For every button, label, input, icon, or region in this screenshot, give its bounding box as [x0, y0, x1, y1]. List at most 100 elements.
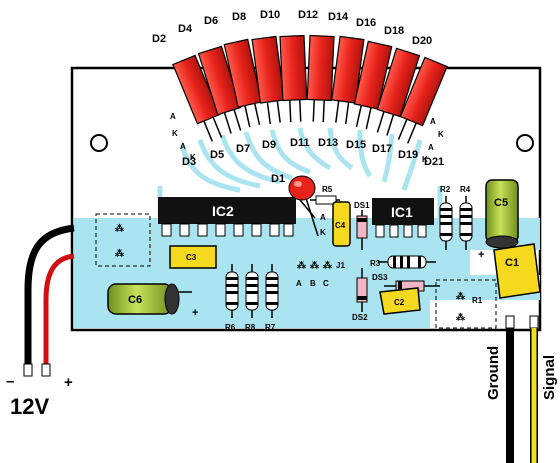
led-label-d20: D20	[412, 35, 432, 47]
led-label-d7: D7	[236, 143, 250, 155]
power-wires	[23, 224, 75, 377]
led-d6	[223, 38, 263, 128]
c6-label: C6	[128, 294, 142, 306]
led-label-d15: D15	[346, 139, 366, 151]
signal-label: Signal	[541, 355, 558, 400]
r2-resistor: R2	[439, 185, 453, 250]
led-label-d3: D3	[182, 156, 196, 168]
pad-symbols: ⁂ ⁂ ⁂ ⁂ ⁂ ⁂ ⁂	[115, 222, 465, 322]
c1-capacitor: C1	[493, 243, 541, 299]
svg-text:⁂: ⁂	[310, 259, 319, 270]
output-wires	[505, 315, 539, 463]
dashed-footprints	[95, 213, 497, 329]
j1-label: J1	[336, 261, 345, 270]
ic2-chip: IC2	[158, 197, 296, 237]
r3-label: R3	[370, 259, 381, 268]
led-d4	[197, 45, 242, 134]
ground-label: Ground	[485, 346, 502, 400]
led-d16	[353, 40, 393, 130]
ic1-chip: IC1	[372, 198, 434, 238]
r5-label: R5	[322, 185, 333, 194]
d1-pin-a: A	[320, 213, 326, 222]
svg-text:⁂: ⁂	[323, 259, 332, 270]
j1-pin-c: C	[323, 279, 329, 288]
c5-plus: +	[478, 249, 484, 261]
d1-led: D1 A K	[271, 173, 326, 237]
led-traces	[157, 127, 443, 218]
svg-text:⁂: ⁂	[115, 247, 124, 258]
led-pin-marker: A	[430, 117, 436, 126]
ds2-diode: DS2	[352, 268, 368, 322]
led-label-d2: D2	[152, 33, 166, 45]
j1-jumper: J1 A B C	[296, 261, 345, 288]
power-minus: –	[6, 373, 14, 390]
r4-label: R4	[460, 185, 471, 194]
d1-label: D1	[271, 173, 285, 185]
led-label-d17: D17	[372, 143, 392, 155]
led-label-d11: D11	[290, 137, 310, 149]
power-plus: +	[64, 374, 73, 391]
svg-text:⁂: ⁂	[297, 259, 306, 270]
r4-resistor: R4	[459, 185, 473, 250]
led-label-d21: D21	[424, 156, 444, 168]
led-label-d9: D9	[262, 139, 276, 151]
r6-label: R6	[225, 323, 236, 332]
j1-pin-b: B	[310, 279, 316, 288]
led-d2	[172, 54, 223, 142]
led-d18	[376, 47, 421, 136]
r5-resistor: R5	[310, 185, 340, 205]
led-label-d14: D14	[328, 11, 349, 23]
led-label-d8: D8	[232, 11, 246, 23]
mounting-holes	[90, 134, 534, 152]
led-label-d5: D5	[210, 149, 224, 161]
led-label-d4: D4	[178, 23, 193, 35]
ic1-label: IC1	[391, 204, 413, 220]
led-d20	[397, 56, 448, 144]
svg-text:⁂: ⁂	[456, 290, 465, 301]
led-pin-marker: A	[428, 143, 434, 152]
led-pin-marker: K	[438, 130, 444, 139]
led-pin-marker: K	[190, 153, 196, 162]
ds2-label: DS2	[352, 313, 368, 322]
led-label-d6: D6	[204, 15, 218, 27]
r3-resistor: R3	[370, 255, 436, 269]
j1-pin-a: A	[296, 279, 302, 288]
svg-text:⁂: ⁂	[456, 311, 465, 322]
c4-label: C4	[335, 221, 346, 230]
c6-plus: +	[192, 307, 198, 319]
svg-text:⁂: ⁂	[115, 222, 124, 233]
d1-pin-k: K	[320, 228, 326, 237]
led-d14	[331, 35, 365, 125]
led-label-d13: D13	[318, 137, 338, 149]
r7-resistor: R7	[265, 264, 279, 332]
r6-resistor: R6	[225, 264, 239, 332]
led-label-d19: D19	[398, 149, 418, 161]
led-pin-marker: A	[170, 112, 176, 121]
c5-label: C5	[494, 197, 508, 209]
c1-label: C1	[505, 257, 519, 269]
led-pin-marker: K	[422, 155, 428, 164]
led-pin-marker: K	[172, 129, 178, 138]
led-d10	[279, 34, 308, 123]
led-d12	[306, 34, 335, 123]
ds3-label: DS3	[372, 273, 388, 282]
led-label-d12: D12	[298, 9, 318, 21]
c3-label: C3	[186, 253, 197, 262]
led-pin-marker: A	[180, 142, 186, 151]
r1-label: R1	[472, 296, 483, 305]
r8-resistor: R8	[245, 264, 259, 332]
ic2-label: IC2	[212, 203, 234, 219]
led-d8	[251, 35, 285, 125]
c6-capacitor: C6 +	[107, 283, 198, 319]
power-voltage: 12V	[10, 394, 49, 419]
r8-label: R8	[245, 323, 256, 332]
r2-label: R2	[440, 185, 451, 194]
c3-capacitor: C3	[169, 245, 217, 269]
led-label-d10: D10	[260, 9, 280, 21]
r7-label: R7	[265, 323, 276, 332]
led-label-d16: D16	[356, 17, 376, 29]
c2-label: C2	[394, 298, 405, 307]
c4-capacitor: C4	[332, 201, 351, 247]
